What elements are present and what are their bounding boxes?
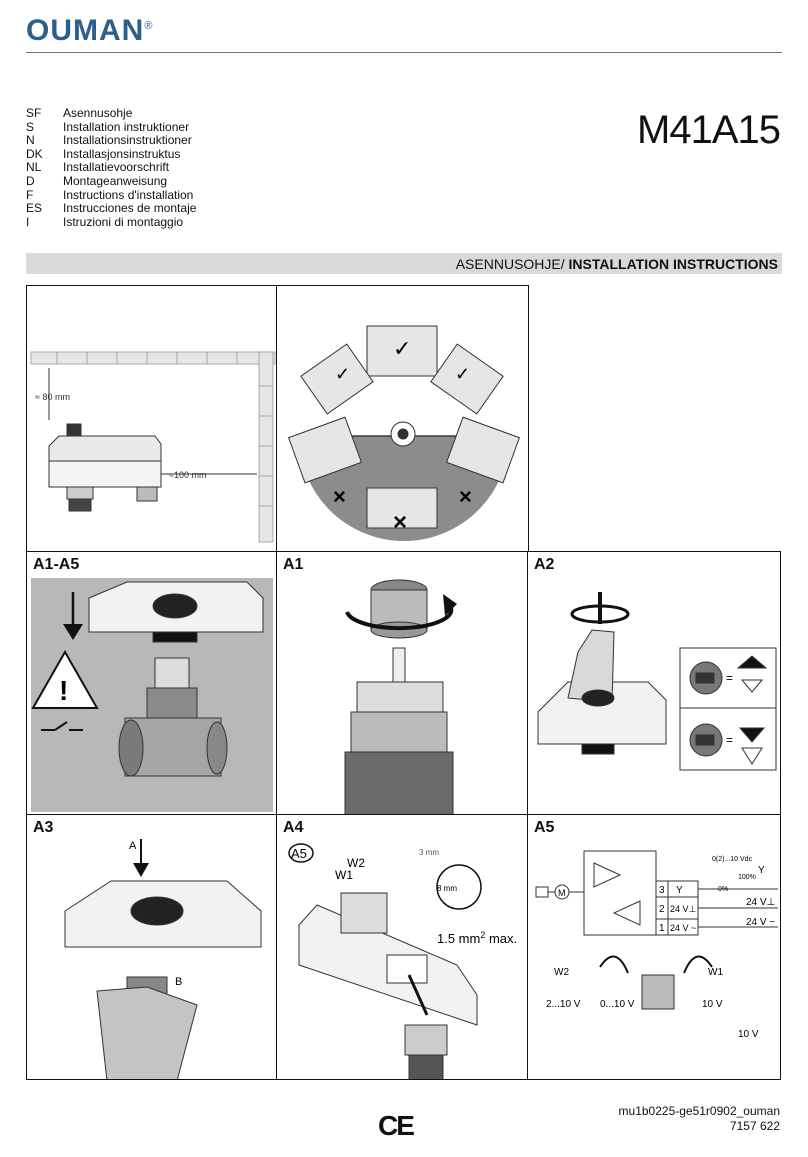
panel-a1: A1 [276, 551, 529, 816]
panel-label: A4 [283, 819, 304, 836]
warning-icon: ! [31, 649, 99, 709]
equals-sign: = [726, 733, 733, 747]
panel-label: A3 [33, 819, 54, 836]
panel-label: A2 [534, 556, 555, 573]
actuator-side-view [48, 423, 162, 512]
cross-icon: × [333, 484, 346, 509]
actuator-mounting [64, 880, 262, 1079]
signal-y: Y [758, 865, 765, 876]
percent-0: 0% [718, 886, 728, 893]
dim-side-label: ≈100 mm [169, 470, 206, 480]
detail-circle [436, 864, 482, 910]
terminal-1-voltage: 24 V ~ [670, 923, 696, 933]
panel-label: A1-A5 [33, 556, 80, 573]
switch-off-icon [41, 721, 83, 731]
document-id: mu1b0225-ge51r0902_ouman [618, 1104, 780, 1118]
reference-circle [288, 843, 314, 863]
motor-label: M [558, 888, 566, 898]
w1-label: W1 [708, 967, 723, 978]
document-number: 7157 622 [729, 1119, 780, 1133]
panel-a1-a5: A1-A5 ! [26, 551, 278, 816]
terminal-3: 3 [659, 885, 665, 896]
panel-a5: A5 3 Y 2 24 V⊥ 1 [527, 814, 781, 1080]
document-code: mu1b0225-ge51r0902_ouman 7157 622 [619, 1104, 780, 1134]
panel-clearance: ≈ 80 mm ≈100 mm [26, 285, 278, 553]
manual-override-hand [537, 629, 667, 755]
dip-switch-block [599, 955, 713, 1010]
panel-a3: A3 A B [26, 814, 278, 1080]
w1-range: 0...10 V [600, 999, 635, 1010]
wire-size: 1.5 mm2 max. [437, 930, 517, 946]
w2-label: W2 [554, 967, 569, 978]
arrow-down-icon [63, 592, 83, 640]
valve-stem [344, 647, 454, 815]
ref-a5: A5 [291, 846, 307, 861]
actuator-open-cover [298, 892, 478, 1079]
panel-orientation: ✓ ✓ ✓ × × × [276, 285, 529, 553]
dim-8mm: 8 mm [437, 884, 457, 893]
label-b: B [175, 976, 182, 988]
terminal-2: 2 [659, 904, 665, 915]
rotate-arrow-icon [570, 592, 630, 624]
cross-icon: × [459, 484, 472, 509]
output-24v-ac: 24 V ~ [746, 917, 775, 928]
dim-top-label: ≈ 80 mm [35, 392, 70, 402]
dim-3mm: 3 mm [419, 848, 439, 857]
section-bar: ASENNUSOHJE/ INSTALLATION INSTRUCTIONS [26, 253, 782, 274]
section-title: ASENNUSOHJE/ INSTALLATION INSTRUCTIONS [455, 256, 778, 272]
header-divider [26, 52, 782, 53]
rotate-arrow-icon [345, 594, 457, 631]
arrow-down-icon [133, 839, 149, 877]
position-indicator-box [679, 647, 777, 771]
model-number: M41A15 [637, 108, 781, 152]
wiring-diagram [535, 850, 778, 936]
label-a: A [129, 840, 137, 852]
w1-label: W1 [335, 868, 353, 882]
terminal-2-voltage: 24 V⊥ [670, 904, 697, 914]
output-24v-dc: 24 V⊥ [746, 897, 775, 908]
voltage-10v: 10 V [702, 999, 723, 1010]
wall-bricks [30, 351, 276, 543]
ouman-logo: OUMAN® [26, 14, 154, 47]
panel-label: A1 [283, 556, 304, 573]
w2-range: 2...10 V [546, 999, 581, 1010]
check-icon: ✓ [393, 336, 411, 361]
check-icon: ✓ [455, 364, 470, 384]
check-icon: ✓ [335, 364, 350, 384]
terminal-1: 1 [659, 923, 665, 934]
ce-mark: CE [378, 1110, 415, 1141]
panel-a4: A4 A5 W2 W1 3 mm 8 mm 1.5 mm2 max. [276, 814, 529, 1080]
signal-range: 0(2)...10 Vdc [712, 856, 753, 863]
panel-label: A5 [534, 819, 555, 836]
panel-a2: A2 [527, 551, 781, 816]
actuator-positions [287, 325, 521, 529]
cross-icon: × [393, 509, 407, 536]
voltage-10v: 10 V [738, 1029, 759, 1040]
actuator-above-valve [88, 581, 264, 643]
valve-body [118, 657, 228, 777]
terminal-y: Y [676, 885, 683, 896]
equals-sign: = [726, 671, 733, 685]
percent-100: 100% [738, 874, 756, 881]
svg-text:!: ! [59, 675, 68, 706]
w2-label: W2 [347, 856, 365, 870]
